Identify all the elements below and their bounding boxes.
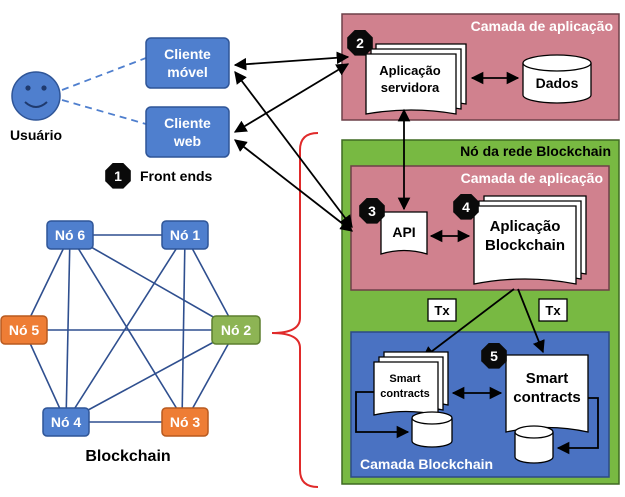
blockchain-node-title: Nó da rede Blockchain xyxy=(460,143,611,159)
edge-6-5 xyxy=(23,234,71,331)
svg-text:1: 1 xyxy=(114,168,122,184)
client-web-line1: Cliente xyxy=(164,115,211,131)
badge-5: 5 xyxy=(481,343,507,369)
web-api-arrow xyxy=(234,139,353,232)
large-contracts-line2: contracts xyxy=(513,389,581,406)
svg-text:Tx: Tx xyxy=(434,303,450,318)
app-server-document-stack: Aplicação servidora xyxy=(365,43,467,115)
network-node-3: Nó 3 xyxy=(161,407,209,437)
badge-2: 2 xyxy=(347,30,373,56)
network-node-5: Nó 5 xyxy=(0,315,48,345)
api-label: API xyxy=(392,224,415,240)
svg-text:Nó 3: Nó 3 xyxy=(170,414,201,430)
edge-6-3 xyxy=(69,234,186,423)
tx-label-right: Tx xyxy=(538,298,568,322)
large-contracts-database-icon xyxy=(514,425,554,464)
client-web-line2: web xyxy=(173,133,201,149)
app-to-large-contracts-arrow xyxy=(517,288,545,354)
client-mobile-line2: móvel xyxy=(167,64,207,80)
small-smart-contracts-stack: Smart contracts xyxy=(373,351,449,416)
badge-4: 4 xyxy=(453,194,479,220)
client-web: Cliente web xyxy=(145,106,230,158)
client-mobile: Cliente móvel xyxy=(145,37,230,89)
edge-6-4 xyxy=(65,234,71,423)
blockchain-layer-title: Camada Blockchain xyxy=(360,456,493,472)
app-server-line2: servidora xyxy=(381,80,440,95)
edge-3-2 xyxy=(184,329,237,423)
large-contracts-loop-arrow xyxy=(556,397,599,455)
blockchain-app-line1: Aplicação xyxy=(490,218,561,235)
user: Usuário xyxy=(10,71,62,143)
app-server-line1: Aplicação xyxy=(379,63,440,78)
small-contracts-line1: Smart xyxy=(389,373,421,385)
network-edges xyxy=(23,234,237,423)
client-mobile-line1: Cliente xyxy=(164,46,211,62)
app-to-small-contracts-arrow xyxy=(421,288,515,359)
network-node-2: Nó 2 xyxy=(211,315,261,345)
network-node-4: Nó 4 xyxy=(42,407,90,437)
svg-text:4: 4 xyxy=(462,199,470,215)
badge-3: 3 xyxy=(359,198,385,224)
user-label: Usuário xyxy=(10,127,62,143)
front-ends-label: Front ends xyxy=(140,168,213,184)
api-document: API xyxy=(380,211,428,255)
large-contracts-line1: Smart xyxy=(526,370,569,387)
svg-text:3: 3 xyxy=(368,203,376,219)
edge-1-2 xyxy=(184,234,237,331)
svg-text:5: 5 xyxy=(490,348,498,364)
user-to-web-link xyxy=(61,99,147,125)
svg-text:Nó 2: Nó 2 xyxy=(221,322,252,338)
edge-1-4 xyxy=(65,234,186,423)
server-layer-title: Camada de aplicação xyxy=(471,18,613,34)
mobile-api-arrow xyxy=(234,70,353,229)
edge-5-4 xyxy=(23,329,67,423)
svg-text:Nó 5: Nó 5 xyxy=(9,322,40,338)
mobile-server-arrow xyxy=(233,51,350,71)
network-caption: Blockchain xyxy=(85,448,170,465)
small-contracts-database-icon xyxy=(411,411,453,448)
svg-text:Nó 1: Nó 1 xyxy=(170,227,201,243)
user-to-mobile-link xyxy=(61,57,147,91)
edge-4-2 xyxy=(65,329,237,423)
small-contracts-line2: contracts xyxy=(380,388,430,400)
tx-label-left: Tx xyxy=(427,298,457,322)
edge-1-3 xyxy=(181,234,186,423)
network-node-6: Nó 6 xyxy=(46,220,94,250)
node-app-layer-title: Camada de aplicação xyxy=(461,170,603,186)
svg-text:Nó 4: Nó 4 xyxy=(51,414,82,430)
data-label: Dados xyxy=(536,75,579,91)
web-server-arrow xyxy=(233,63,350,133)
blockchain-app-line2: Blockchain xyxy=(485,237,565,254)
small-contracts-loop-arrow xyxy=(355,391,410,439)
large-smart-contracts-document: Smart contracts xyxy=(505,354,589,433)
user-smiley-icon xyxy=(11,71,61,121)
network-node-1: Nó 1 xyxy=(161,220,209,250)
badge-1: 1 xyxy=(105,163,131,189)
data-database-icon: Dados xyxy=(522,54,592,104)
svg-text:Nó 6: Nó 6 xyxy=(55,227,86,243)
edge-6-2 xyxy=(69,234,237,331)
svg-text:2: 2 xyxy=(356,35,364,51)
svg-text:Tx: Tx xyxy=(545,303,561,318)
blockchain-app-document-stack: Aplicação Blockchain xyxy=(473,195,587,285)
